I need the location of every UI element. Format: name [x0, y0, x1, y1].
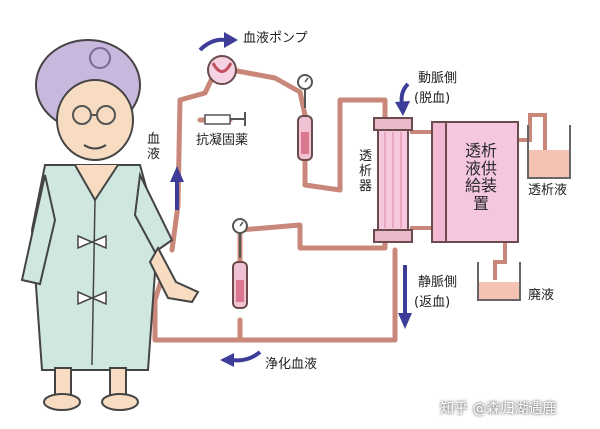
waste-label: 廃液 — [528, 288, 555, 303]
dialyzer — [373, 117, 413, 243]
dialysate-supply-machine — [431, 121, 519, 243]
patient-figure — [20, 39, 200, 411]
supply-device-label: 透析液供給装置 — [464, 141, 497, 213]
arterial-sub-label: (脱血) — [414, 91, 451, 106]
watermark: 知乎 @森归湖遇鹿 — [440, 401, 557, 417]
blood-pump — [207, 55, 237, 85]
blood-pump-label: 血液ポンプ — [243, 31, 308, 46]
venous-sub-label: (返血) — [414, 295, 451, 310]
venous-side-label: 静脈側 — [418, 275, 458, 290]
arterial-pressure-gauge — [297, 74, 313, 108]
dialysate-label: 透析液 — [528, 183, 568, 198]
anticoagulant-label: 抗凝固薬 — [196, 133, 249, 148]
dialyzer-label: 透析器 — [358, 149, 372, 194]
syringe-icon — [204, 112, 246, 126]
blood-label: 血液 — [146, 132, 160, 162]
purified-blood-label: 浄化血液 — [265, 357, 318, 372]
venous-drip-chamber — [232, 261, 248, 309]
arterial-side-label: 動脈側 — [418, 71, 458, 86]
dialysate-beaker — [527, 125, 571, 179]
flow-arrows — [170, 32, 412, 367]
arterial-drip-chamber — [297, 115, 313, 161]
waste-beaker — [477, 262, 521, 301]
venous-pressure-gauge — [232, 218, 248, 258]
